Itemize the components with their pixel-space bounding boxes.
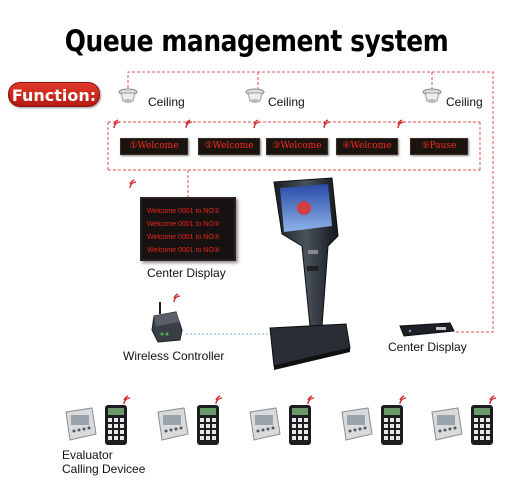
- ceiling-speaker-icon: [245, 88, 265, 103]
- counter-display-2: ②Welcome: [198, 138, 260, 155]
- center-display-box-label: Center Display: [388, 340, 467, 354]
- center-display-line-4: Welcome 0001 to NO④: [147, 247, 221, 254]
- function-badge: Function:: [8, 82, 100, 107]
- wifi-signal-icon: [307, 395, 315, 405]
- counter-display-4: ④Welcome: [336, 138, 398, 155]
- evaluator-device-icon: [65, 407, 97, 441]
- wireless-router-icon: [151, 302, 183, 343]
- counter-display-1: ①Welcome: [120, 138, 188, 155]
- center-display-line-3: Welcome 0001 to NO③: [147, 234, 221, 241]
- evaluator-label-line1: Evaluator: [62, 448, 113, 462]
- evaluator-device-icon: [249, 407, 281, 441]
- ceiling-speaker-icon: [118, 88, 138, 103]
- ceiling-label-2: Ceiling: [268, 95, 305, 109]
- counter-display-5: ⑤Pause: [410, 138, 468, 155]
- ceiling-label-3: Ceiling: [446, 95, 483, 109]
- wifi-signal-icon: [129, 179, 137, 189]
- counter-display-3: ③Welcome: [266, 138, 328, 155]
- kiosk-terminal-icon: [269, 177, 351, 370]
- wifi-signal-icon: [215, 395, 223, 405]
- keypad-caller-icon: [471, 405, 493, 445]
- wifi-signal-icon: [253, 119, 261, 129]
- ceiling-speaker-icon: [422, 88, 442, 103]
- outer-loop-line: [127, 71, 494, 333]
- center-display-panel-label: Center Display: [147, 266, 226, 280]
- wifi-signal-icon: [113, 119, 121, 129]
- keypad-caller-icon: [105, 405, 127, 445]
- wifi-signal-icon: [399, 395, 407, 405]
- keypad-caller-icon: [381, 405, 403, 445]
- center-display-panel: Welcome 0001 to NO① Welcome 0001 to NO② …: [140, 197, 236, 261]
- evaluator-device-icon: [431, 407, 463, 441]
- keypad-caller-icon: [197, 405, 219, 445]
- wifi-signal-icon: [123, 395, 131, 405]
- wifi-signal-icon: [397, 119, 405, 129]
- wifi-signal-icon: [173, 293, 181, 303]
- keypad-caller-icon: [289, 405, 311, 445]
- page-title: Queue management system: [64, 24, 449, 58]
- center-display-line-2: Welcome 0001 to NO②: [147, 221, 221, 228]
- wireless-controller-label: Wireless Controller: [123, 349, 225, 363]
- wifi-signal-icon: [489, 395, 497, 405]
- evaluator-device-icon: [157, 407, 189, 441]
- wifi-signal-icon: [323, 119, 331, 129]
- ceiling-label-1: Ceiling: [148, 95, 185, 109]
- rack-device-icon: [399, 322, 455, 337]
- evaluator-device-icon: [341, 407, 373, 441]
- center-display-line-1: Welcome 0001 to NO①: [147, 208, 221, 215]
- evaluator-label-line2: Calling Devicee: [62, 462, 146, 476]
- wifi-signal-icon: [185, 119, 193, 129]
